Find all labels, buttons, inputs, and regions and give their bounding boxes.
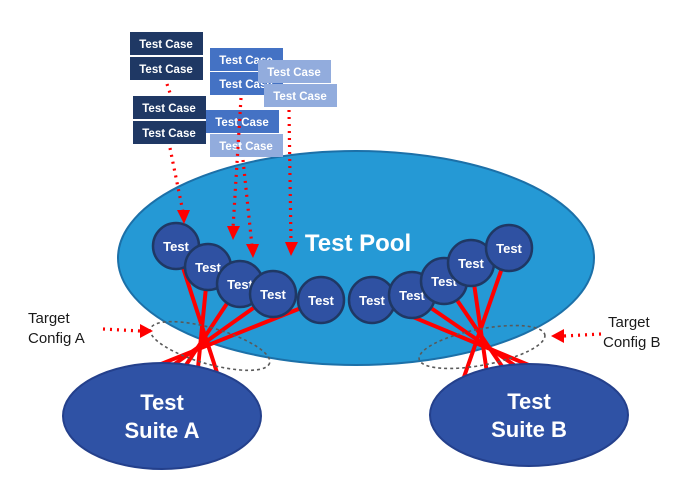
test-case-label: Test Case [139, 39, 192, 51]
test-node-label: Test [399, 288, 425, 303]
arrowhead-icon [227, 226, 240, 240]
test-node-label: Test [163, 239, 189, 254]
test-node [296, 275, 346, 325]
test-case-label: Test Case [215, 117, 268, 129]
target-config-a-arrow [102, 327, 141, 333]
assignment-arrow [231, 97, 243, 229]
target-config-b-arrow [563, 332, 602, 338]
test-node-group: Test Test Test Test Test Test Test Test … [151, 221, 534, 325]
assignment-arrow [241, 159, 254, 247]
test-node [248, 269, 298, 319]
target-config-b-lasso [418, 324, 546, 370]
arrowhead-icon [285, 242, 298, 256]
suite-a-label-line1: Test [140, 390, 184, 415]
test-node-label: Test [227, 277, 253, 292]
test-case-box [133, 121, 206, 144]
target-config-b-label-line1: Target [608, 314, 651, 331]
test-case-label: Test Case [142, 103, 195, 115]
test-case-stack-light-1: Test Case Test Case [258, 60, 337, 107]
arrowhead-icon [177, 210, 190, 224]
test-case-box [210, 134, 283, 157]
assignment-arrow [287, 109, 293, 245]
arrowhead-icon [246, 244, 259, 258]
target-config-a-lasso [149, 320, 271, 372]
suite-b-label-line1: Test [507, 389, 551, 414]
test-node-label: Test [458, 256, 484, 271]
arrowhead-icon [551, 329, 564, 343]
test-node-label: Test [260, 287, 286, 302]
target-config-a: Target Config A [28, 310, 153, 347]
suite-b-ellipse [429, 363, 629, 467]
target-config-b: Target Config B [551, 314, 661, 351]
test-node-label: Test [496, 241, 522, 256]
test-case-label: Test Case [139, 64, 192, 76]
test-node-label: Test [195, 260, 221, 275]
test-case-box [130, 57, 203, 80]
test-case-box [130, 32, 203, 55]
arrowhead-icon [140, 324, 153, 338]
test-node-label: Test [359, 293, 385, 308]
test-case-label: Test Case [267, 67, 320, 79]
test-node-label: Test [431, 274, 457, 289]
connector-line [174, 244, 224, 390]
suite-a-ellipse [62, 362, 262, 470]
test-case-label: Test Case [219, 141, 272, 153]
suite-a-label-line2: Suite A [125, 418, 200, 443]
test-case-label: Test Case [142, 128, 195, 140]
test-case-stack-medium-2: Test Case Test Case [206, 110, 283, 157]
test-pool-ellipse [117, 150, 595, 366]
test-case-stack-navy-2: Test Case Test Case [133, 96, 206, 144]
test-case-box [258, 60, 331, 83]
test-case-box [133, 96, 206, 119]
test-pool-label: Test Pool [305, 230, 411, 257]
assignment-arrow-stub [165, 83, 172, 94]
test-case-stack-navy-1: Test Case Test Case [130, 32, 203, 80]
target-config-b-label-line2: Config B [603, 334, 661, 351]
test-case-box [206, 110, 279, 133]
test-node [484, 223, 534, 273]
test-case-label: Test Case [273, 91, 326, 103]
target-config-a-label-line2: Config A [28, 330, 85, 347]
assignment-arrows [165, 83, 298, 258]
suite-b-label-line2: Suite B [491, 417, 567, 442]
test-case-box [264, 84, 337, 107]
test-node-label: Test [308, 293, 334, 308]
target-config-a-label-line1: Target [28, 310, 71, 327]
